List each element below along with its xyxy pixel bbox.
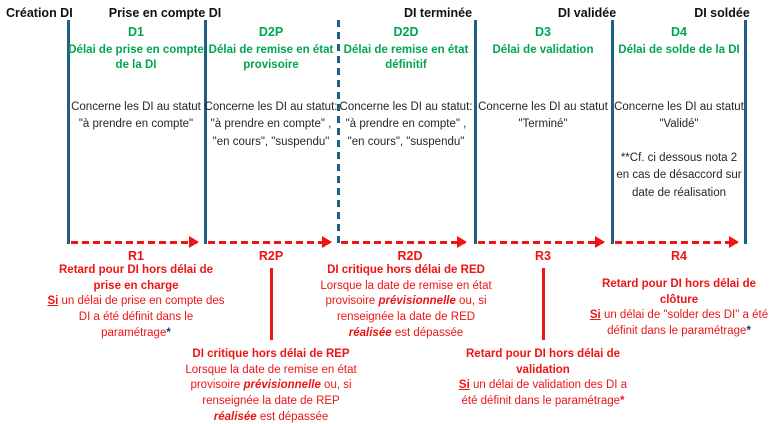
retard-title-r2d: DI critique hors délai de RED (327, 264, 485, 276)
retard-title-r1: Retard pour DI hors délai de prise en ch… (59, 264, 213, 292)
timeline-boundary-line (204, 20, 207, 244)
timeline-boundary-line-dashed (337, 20, 340, 244)
retard-description-r1: Retard pour DI hors délai de prise en ch… (45, 263, 227, 341)
retard-arrow-r2p (208, 236, 332, 248)
retard-arrow-r2d (341, 236, 467, 248)
si-keyword: Si (458, 379, 470, 392)
milestone-di-soldee: DI soldée (694, 6, 750, 20)
emphasis-previsionnelle: prévisionnelle (243, 379, 321, 392)
retard-body-r4: Si un délai de "solder des DI" a été déf… (588, 308, 770, 339)
delay-title-d4: Délai de solde de la DI (618, 44, 740, 56)
retard-body-r2p: Lorsque la date de remise en état provis… (180, 363, 362, 424)
retard-title-r3: Retard pour DI hors délai de validation (466, 348, 620, 376)
retard-label-r2d: R2D (397, 249, 423, 263)
retard-arrow-r3 (478, 236, 605, 248)
retard-body-text: Lorsque la date de remise en état provis… (185, 363, 357, 392)
retard-label-r2p: R2P (258, 249, 284, 263)
retard-body-text: Lorsque la date de remise en état provis… (320, 279, 492, 308)
connector-line-r2p (270, 268, 273, 340)
retard-body-text: ou, si renseignée la date de REP (202, 379, 352, 407)
asterisk-footnote-marker: * (166, 326, 171, 339)
retard-body-text: un délai de "solder des DI" a été défini… (600, 309, 769, 337)
retard-description-r3: Retard pour DI hors délai de validation … (452, 347, 634, 410)
status-scope-d3: Concerne les DI au statut "Terminé" (478, 101, 608, 131)
retard-body-text: ou, si renseignée la date de RED (336, 295, 487, 323)
retard-label-r3: R3 (535, 249, 551, 263)
milestone-di-validee: DI validée (557, 6, 617, 20)
retard-title-r4: Retard pour DI hors délai de clôture (602, 278, 756, 306)
retard-body-r2d: Lorsque la date de remise en état provis… (315, 279, 497, 342)
connector-line-r3 (542, 268, 545, 340)
delay-code-d2p: D2P (258, 25, 284, 39)
timeline-boundary-line (611, 20, 614, 244)
retard-label-r1: R1 (128, 249, 144, 263)
status-scope-d2p: Concerne les DI au statut: "à prendre en… (204, 101, 338, 148)
retard-arrow-r4 (615, 236, 739, 248)
milestone-creation-di: Création DI (6, 6, 73, 20)
milestone-di-terminee: DI terminée (403, 6, 473, 20)
emphasis-realisee: réalisée (348, 326, 392, 339)
status-scope-d1: Concerne les DI au statut "à prendre en … (71, 101, 201, 131)
timeline-boundary-line (67, 20, 70, 244)
retard-arrow-r1 (71, 236, 199, 248)
asterisk-footnote-marker: * (746, 324, 751, 337)
retard-body-r1: Si un délai de prise en compte des DI a … (45, 294, 227, 341)
retard-body-text: est dépassée (391, 326, 464, 339)
delay-title-d2p: Délai de remise en état provisoire (208, 44, 334, 72)
status-scope-d2d: Concerne les DI au statut: "à prendre en… (339, 101, 473, 148)
status-scope-d4: Concerne les DI au statut "Validé" (614, 101, 744, 131)
retard-description-r2d: DI critique hors délai de RED Lorsque la… (315, 263, 497, 341)
si-keyword: Si (47, 295, 59, 308)
retard-body-text: est dépassée (256, 410, 329, 423)
delay-code-d2d: D2D (393, 25, 419, 39)
retard-body-r3: Si un délai de validation des DI a été d… (452, 378, 634, 409)
timeline-boundary-line (474, 20, 477, 244)
delay-code-d1: D1 (128, 25, 144, 39)
retard-body-text: un délai de validation des DI a été défi… (461, 379, 628, 407)
retard-title-r2p: DI critique hors délai de REP (192, 348, 350, 360)
delay-title-d1: Délai de prise en compte de la DI (68, 44, 204, 72)
delay-title-d3: Délai de validation (492, 44, 594, 56)
delay-code-d4: D4 (671, 25, 687, 39)
retard-label-r4: R4 (671, 249, 687, 263)
retard-description-r4: Retard pour DI hors délai de clôture Si … (588, 277, 770, 340)
nota-2-footnote: **Cf. ci dessous nota 2 en cas de désacc… (616, 152, 742, 199)
asterisk-footnote-marker: * (620, 394, 625, 407)
emphasis-realisee: réalisée (213, 410, 257, 423)
milestone-prise-en-compte: Prise en compte DI (108, 6, 222, 20)
retard-body-text: un délai de prise en compte des DI a été… (58, 295, 225, 339)
emphasis-previsionnelle: prévisionnelle (378, 295, 456, 308)
delay-code-d3: D3 (535, 25, 551, 39)
timeline-boundary-line (744, 20, 747, 244)
delay-title-d2d: Délai de remise en état définitif (343, 44, 469, 72)
retard-description-r2p: DI critique hors délai de REP Lorsque la… (180, 347, 362, 424)
si-keyword: Si (589, 309, 601, 322)
